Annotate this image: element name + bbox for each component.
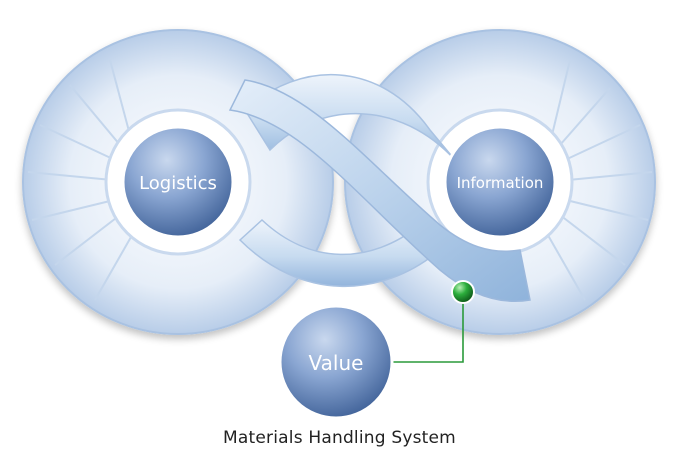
information-node: Information — [443, 125, 557, 239]
value-marker — [451, 280, 475, 304]
logistics-label: Logistics — [139, 173, 217, 194]
logistics-node: Logistics — [121, 125, 235, 239]
information-label: Information — [457, 174, 544, 192]
diagram-caption: Materials Handling System — [223, 428, 456, 448]
crossing-band-front — [228, 79, 531, 302]
value-connector-line — [388, 292, 464, 363]
value-label: Value — [309, 351, 364, 375]
value-node: Value — [278, 304, 394, 420]
